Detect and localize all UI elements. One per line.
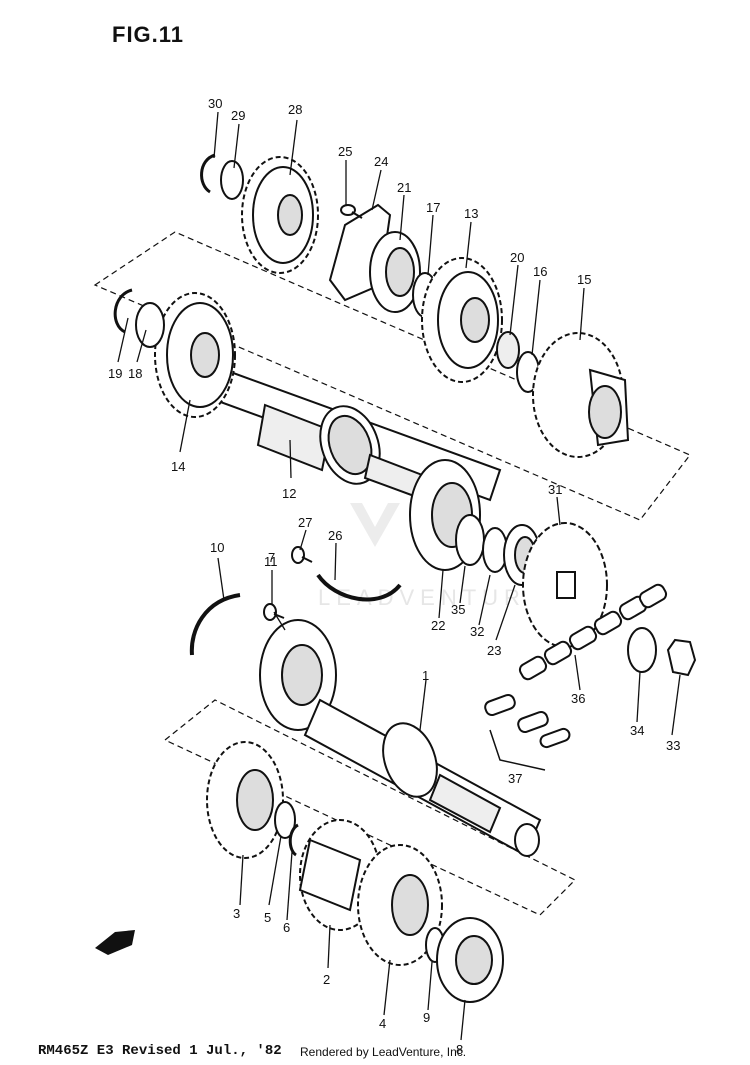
retainer-26: [316, 573, 402, 602]
circlip-30: [200, 153, 216, 194]
callout-11: 11: [264, 554, 278, 569]
screw-27: [291, 546, 313, 564]
callout-22: 22: [431, 618, 445, 633]
callout-33: 33: [666, 738, 680, 753]
gear-28: [241, 156, 319, 274]
callout-19: 19: [108, 366, 122, 381]
gear-14: [154, 292, 236, 418]
callout-2: 2: [323, 972, 330, 987]
callout-labels: 1 2 3 4 5 6 7 8 9 10 11 12 13 14 15 16 1…: [108, 96, 680, 1057]
callout-23: 23: [487, 643, 501, 658]
callout-29: 29: [231, 108, 245, 123]
callout-30: 30: [208, 96, 222, 111]
callout-1: 1: [422, 668, 429, 683]
figure-title: FIG.11: [112, 22, 185, 47]
callout-12: 12: [282, 486, 296, 501]
circlip-6: [288, 823, 299, 857]
callout-14: 14: [171, 459, 185, 474]
callout-3: 3: [233, 906, 240, 921]
nut-33: [666, 638, 697, 677]
countershaft-group-outline: [93, 231, 691, 521]
gear-3: [206, 741, 284, 859]
bearing-7: [259, 619, 337, 731]
callout-21: 21: [397, 180, 411, 195]
callout-36: 36: [571, 691, 585, 706]
gear-13: [421, 257, 503, 383]
needle-bearing-20: [496, 331, 520, 369]
callout-9: 9: [423, 1010, 430, 1025]
gear-15: [532, 332, 630, 458]
callout-10: 10: [210, 540, 224, 555]
bearing-8: [436, 917, 504, 1003]
callout-20: 20: [510, 250, 524, 265]
leadventure-logo-watermark: [350, 503, 400, 547]
callout-35: 35: [451, 602, 465, 617]
screw-25: [340, 204, 363, 219]
washer-5: [274, 801, 296, 839]
callout-25: 25: [338, 144, 352, 159]
footer-model-revision: RM465Z E3 Revised 1 Jul., '82: [38, 1043, 282, 1059]
lock-washer-34: [627, 627, 657, 673]
callout-37: 37: [508, 771, 522, 786]
spacer-35: [455, 514, 485, 566]
callout-8: 8: [456, 1042, 463, 1057]
footer-rendered-by: Rendered by LeadVenture, Inc.: [300, 1045, 467, 1059]
front-direction-arrow-icon: [95, 930, 135, 955]
washer-18: [135, 302, 165, 348]
washer-29: [220, 160, 244, 200]
callout-4: 4: [379, 1016, 386, 1031]
callout-32: 32: [470, 624, 484, 639]
callout-26: 26: [328, 528, 342, 543]
callout-17: 17: [426, 200, 440, 215]
callout-6: 6: [283, 920, 290, 935]
engine-sprocket-31: [522, 522, 608, 648]
callout-34: 34: [630, 723, 644, 738]
callout-15: 15: [577, 272, 591, 287]
gear-4: [357, 844, 443, 966]
bearing-21: [369, 231, 421, 313]
leader-lines: [117, 111, 681, 1041]
driveshaft-1: [303, 698, 542, 857]
callout-16: 16: [533, 264, 547, 279]
retainer-10: [189, 593, 241, 656]
callout-7: 7: [268, 550, 275, 565]
callout-28: 28: [288, 102, 302, 117]
circlip-19: [113, 288, 133, 334]
chain-joint-37: [484, 693, 571, 749]
callout-24: 24: [374, 154, 388, 169]
drive-chain-36: [518, 583, 668, 681]
callout-13: 13: [464, 206, 478, 221]
callout-31: 31: [548, 482, 562, 497]
callout-18: 18: [128, 366, 142, 381]
callout-5: 5: [264, 910, 271, 925]
callout-27: 27: [298, 515, 312, 530]
